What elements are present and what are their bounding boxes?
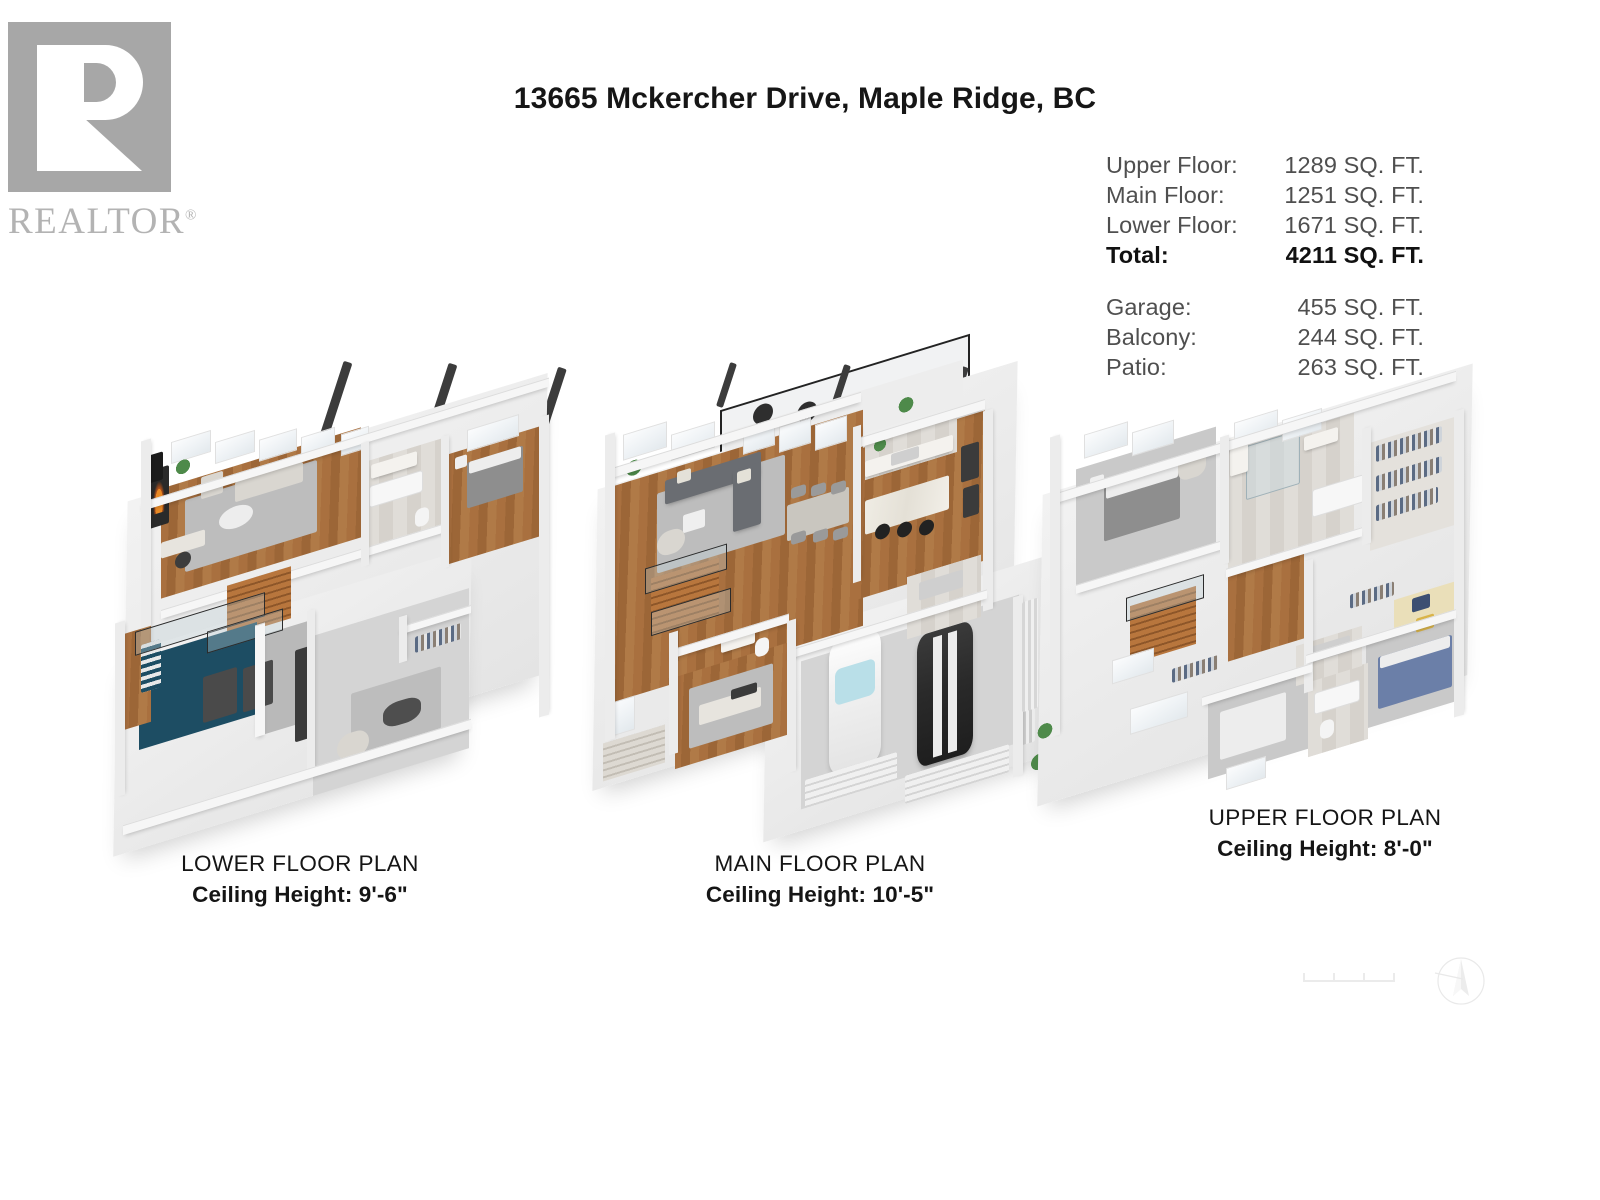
area-row-lower-floor: Lower Floor: 1671 SQ. FT.: [1106, 210, 1424, 240]
area-label: Upper Floor:: [1106, 152, 1238, 178]
area-row-balcony: Balcony: 244 SQ. FT.: [1106, 322, 1424, 352]
area-label: Lower Floor:: [1106, 212, 1238, 238]
interior-wall: [1362, 426, 1371, 546]
upper-floor-plan-caption: UPPER FLOOR PLAN Ceiling Height: 8'-0": [1160, 802, 1490, 864]
lower-floor-plan-caption: LOWER FLOOR PLAN Ceiling Height: 9'-6": [130, 848, 470, 910]
area-label: Garage:: [1106, 294, 1192, 320]
interior-wall: [669, 630, 678, 756]
area-value: 4211 SQ. FT.: [1285, 242, 1424, 268]
exterior-wall: [539, 414, 549, 718]
area-label: Main Floor:: [1106, 182, 1225, 208]
exterior-wall: [1050, 434, 1060, 738]
area-label: Balcony:: [1106, 324, 1197, 350]
realtor-wordmark-text: REALTOR: [8, 201, 186, 242]
exterior-wall: [605, 432, 615, 742]
interior-wall: [1220, 434, 1229, 566]
car-black: [917, 619, 973, 769]
wall-oven: [963, 483, 979, 519]
area-label: Patio:: [1106, 354, 1167, 380]
main-floor-plan-render: [565, 333, 1085, 843]
area-value: 1671 SQ. FT.: [1284, 212, 1424, 238]
interior-wall: [787, 618, 796, 774]
area-label: Total:: [1106, 242, 1169, 268]
area-row-patio: Patio: 263 SQ. FT.: [1106, 352, 1424, 382]
area-value: 1251 SQ. FT.: [1284, 182, 1424, 208]
main-floor-plan-title: MAIN FLOOR PLAN: [714, 851, 926, 876]
registered-trademark-icon: ®: [185, 207, 198, 224]
upper-floor-plan-title: UPPER FLOOR PLAN: [1208, 805, 1442, 830]
interior-wall: [307, 608, 315, 772]
interior-wall: [399, 614, 407, 664]
exterior-wall: [115, 620, 125, 798]
area-row-garage: Garage: 455 SQ. FT.: [1106, 292, 1424, 322]
interior-wall: [361, 440, 369, 568]
area-value: 455 SQ. FT.: [1297, 294, 1424, 320]
realtor-r-logo-icon: [8, 22, 171, 192]
north-arrow-icon: [1429, 952, 1489, 1010]
refrigerator: [961, 441, 979, 483]
floor-area-table: Upper Floor: 1289 SQ. FT. Main Floor: 12…: [1106, 150, 1424, 270]
area-row-main-floor: Main Floor: 1251 SQ. FT.: [1106, 180, 1424, 210]
upper-floor-ceiling-height: Ceiling Height: 8'-0": [1217, 836, 1433, 861]
upper-floor-plan-render: [1020, 363, 1510, 810]
interior-wall: [853, 424, 861, 584]
window: [215, 429, 255, 465]
area-row-total: Total: 4211 SQ. FT.: [1106, 240, 1424, 270]
page-title: 13665 Mckercher Drive, Maple Ridge, BC: [513, 82, 1097, 115]
realtor-logo: REALTOR®: [8, 22, 196, 252]
area-row-upper-floor: Upper Floor: 1289 SQ. FT.: [1106, 150, 1424, 180]
area-value: 244 SQ. FT.: [1297, 324, 1424, 350]
interior-wall: [441, 434, 449, 570]
balcony-post-icon: [716, 362, 737, 408]
window: [1084, 421, 1128, 459]
lower-floor-plan-title: LOWER FLOOR PLAN: [181, 851, 419, 876]
extra-area-table: Garage: 455 SQ. FT. Balcony: 244 SQ. FT.…: [1106, 292, 1424, 382]
exterior-wall: [983, 408, 993, 612]
lower-floor-plan-render: [113, 360, 585, 857]
side-fence: [1022, 597, 1038, 713]
car-white: [829, 628, 881, 776]
interior-wall: [255, 622, 265, 738]
realtor-wordmark: REALTOR®: [8, 200, 196, 243]
lower-floor-ceiling-height: Ceiling Height: 9'-6": [192, 882, 408, 907]
area-value: 1289 SQ. FT.: [1284, 152, 1424, 178]
scale-bar-icon: [1303, 962, 1395, 986]
main-floor-plan-caption: MAIN FLOOR PLAN Ceiling Height: 10'-5": [670, 848, 970, 910]
main-floor-ceiling-height: Ceiling Height: 10'-5": [705, 882, 935, 907]
exterior-wall: [1454, 408, 1464, 718]
area-value: 263 SQ. FT.: [1297, 354, 1424, 380]
